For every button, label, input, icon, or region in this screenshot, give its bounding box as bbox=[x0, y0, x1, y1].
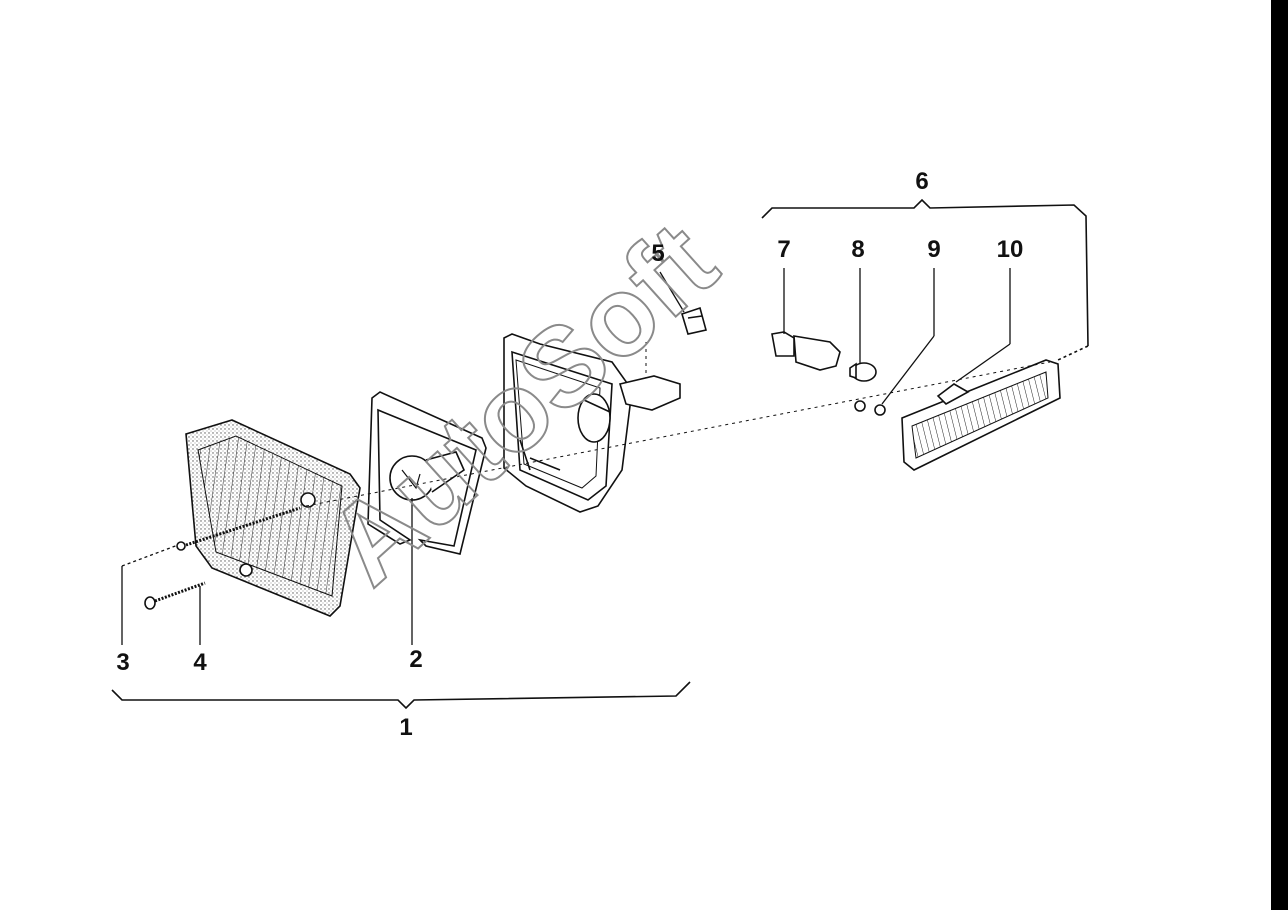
callout-10: 10 bbox=[996, 236, 1024, 263]
screw-short bbox=[144, 581, 206, 610]
assembly-axis bbox=[305, 342, 1051, 507]
callout-7: 7 bbox=[777, 236, 791, 263]
lamp-housing bbox=[503, 333, 681, 513]
clip-part bbox=[681, 306, 707, 335]
callout-4: 4 bbox=[193, 649, 207, 676]
callout-6: 6 bbox=[915, 168, 929, 195]
side-marker-lamp bbox=[901, 359, 1061, 471]
page-edge-bar bbox=[1271, 0, 1288, 910]
callout-9: 9 bbox=[927, 236, 941, 263]
bracket-assembly-6 bbox=[761, 198, 1089, 361]
bulb-holder bbox=[771, 331, 841, 371]
bulb-small bbox=[849, 362, 877, 382]
callout-1: 1 bbox=[399, 714, 413, 741]
watermark-logo: AutoSoft bbox=[304, 199, 739, 608]
bracket-assembly-1 bbox=[111, 681, 691, 710]
gasket-seal bbox=[367, 391, 487, 555]
callout-2: 2 bbox=[409, 646, 423, 673]
callout-3: 3 bbox=[116, 649, 130, 676]
callout-5: 5 bbox=[651, 240, 665, 267]
callout-8: 8 bbox=[851, 236, 865, 263]
leader-lines bbox=[121, 268, 1011, 645]
bulb-large bbox=[389, 451, 466, 501]
nut bbox=[854, 400, 886, 416]
screw-long bbox=[176, 506, 301, 551]
